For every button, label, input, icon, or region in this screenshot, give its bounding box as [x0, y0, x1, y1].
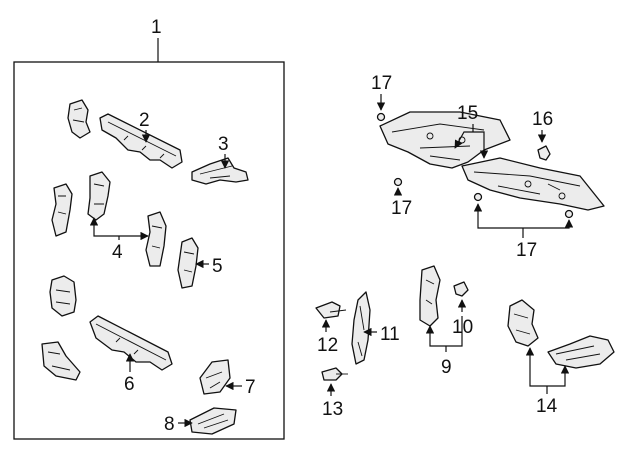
side-support-left	[51, 183, 73, 237]
screw-13	[321, 367, 348, 381]
rear-under-cover	[461, 157, 605, 211]
hood-lock-support	[191, 157, 249, 185]
callout-9: 9	[441, 357, 452, 378]
side-seal-9	[419, 265, 441, 327]
callout-12: 12	[317, 335, 338, 356]
clip-17-right-a	[473, 192, 483, 202]
callout-7: 7	[245, 377, 256, 398]
left-bracket-upper	[67, 99, 91, 139]
callout-17-top: 17	[371, 73, 392, 94]
callout-13: 13	[322, 399, 343, 420]
clip-17-top	[376, 112, 386, 122]
bolt-12	[315, 301, 347, 319]
clip-17-left	[393, 177, 403, 187]
callout-14: 14	[536, 396, 558, 417]
callout-2: 2	[139, 110, 150, 131]
callout-17-left: 17	[391, 198, 412, 219]
callout-11: 11	[380, 324, 400, 345]
callout-6: 6	[124, 374, 135, 395]
side-support-b	[145, 211, 167, 267]
assembly-frame	[13, 38, 285, 440]
callout-4: 4	[112, 242, 123, 263]
lower-side-bracket	[49, 275, 77, 317]
callout-15: 15	[457, 103, 478, 124]
callout-3: 3	[218, 134, 229, 155]
callout-5: 5	[212, 256, 223, 277]
callout-1: 1	[151, 17, 162, 38]
lower-corner-bracket	[41, 341, 81, 381]
callout-16: 16	[532, 109, 553, 130]
callout-17-bottom: 17	[516, 240, 537, 261]
small-bracket-8	[189, 407, 237, 435]
callout-8: 8	[164, 414, 175, 435]
side-support-c	[177, 237, 199, 289]
clip-10	[453, 281, 469, 297]
lower-tie-bar	[89, 315, 173, 371]
clip-16	[537, 145, 551, 161]
small-bracket-7	[199, 359, 231, 395]
seal-11	[351, 291, 371, 365]
splash-shield-right	[547, 335, 615, 369]
splash-shield-left	[507, 299, 539, 347]
clip-17-right-b	[564, 209, 574, 219]
side-support-a	[87, 171, 111, 221]
